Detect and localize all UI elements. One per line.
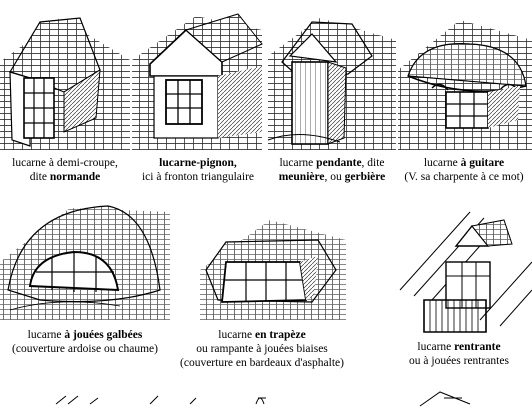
dormer-pignon — [132, 13, 263, 150]
dormer-demi-croupe — [0, 17, 130, 150]
partial-sketches-bottom — [55, 391, 471, 407]
dormer-rentrante — [399, 211, 532, 333]
caption-guitare: lucarne à guitare (V. sa charpente à ce … — [404, 157, 524, 183]
dormer-guitare — [398, 20, 532, 150]
caption-trapeze: lucarne en trapèze ou rampante à jouées … — [180, 329, 344, 369]
dormer-pendante — [267, 18, 396, 150]
caption-rentrante: lucarne rentrante ou à jouées rentrantes — [409, 341, 509, 367]
caption-pendante: lucarne pendante, dite meunière, ou gerb… — [278, 157, 386, 183]
dormer-trapeze — [200, 220, 346, 320]
caption-demi-croupe: lucarne à demi-croupe, dite normande — [12, 157, 118, 183]
caption-pignon: lucarne-pignon, ici à fronton triangulai… — [141, 157, 255, 183]
caption-jouees-galbees: lucarne à jouées galbées (couverture ard… — [12, 329, 158, 355]
dormer-jouees-galbees — [0, 205, 170, 320]
